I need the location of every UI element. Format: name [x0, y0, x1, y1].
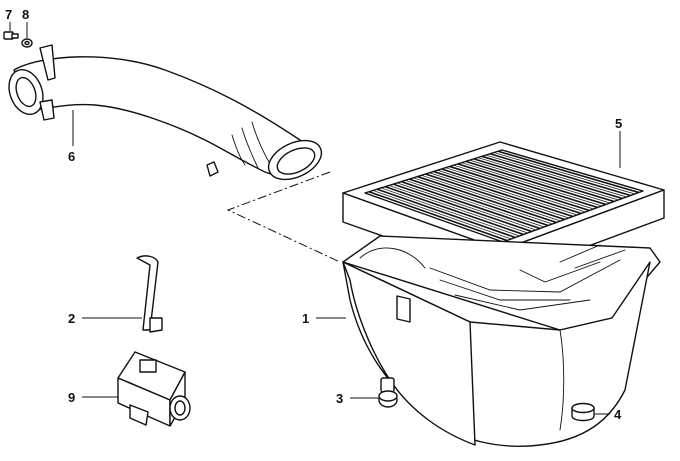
- filter-pleat: [465, 160, 607, 206]
- filter-pleat: [372, 190, 512, 240]
- filter-pleat: [481, 155, 623, 200]
- filter-pleat: [461, 162, 602, 207]
- callout-6: 6: [68, 149, 75, 164]
- filter-pleat: [485, 154, 627, 198]
- filter-pleat: [433, 170, 574, 218]
- filter-pleat: [384, 185, 524, 236]
- clip-part: [136, 255, 163, 333]
- filter-pleat: [449, 165, 590, 212]
- filter-pleat: [421, 174, 561, 222]
- filter-pleat: [489, 153, 631, 197]
- filter-pleat: [457, 163, 598, 209]
- filter-pleat: [409, 178, 549, 227]
- filter-pleat: [453, 164, 594, 210]
- plug-part: [378, 377, 398, 408]
- filter-pleat: [497, 150, 640, 194]
- filter-pleat: [381, 187, 520, 237]
- callout-9: 9: [68, 390, 75, 405]
- screw-part: [3, 31, 19, 40]
- leader-lines: [9, 22, 621, 415]
- filter-pleat: [429, 172, 569, 219]
- filter-pleat: [397, 182, 537, 231]
- filter-pleat: [405, 180, 545, 228]
- cap-part: [571, 402, 595, 422]
- filter-pleat: [425, 173, 566, 221]
- filter-pleat: [376, 188, 516, 239]
- filter-pleat: [477, 157, 619, 201]
- callout-4: 4: [614, 407, 622, 422]
- filter-pleat: [445, 167, 586, 213]
- intake-hose-part: [8, 44, 323, 181]
- filter-pleat: [441, 168, 582, 215]
- callout-5: 5: [615, 116, 622, 131]
- filter-housing-part: [342, 235, 661, 447]
- filter-pleat: [473, 158, 615, 203]
- filter-pleat: [389, 185, 528, 234]
- filter-pleat: [493, 152, 635, 195]
- filter-pleat: [413, 177, 553, 225]
- filter-pleat: [392, 183, 533, 233]
- filter-pleat: [401, 180, 541, 230]
- filter-pleat: [469, 159, 611, 204]
- callout-1: 1: [302, 311, 309, 326]
- washer-part: [21, 38, 33, 48]
- callout-8: 8: [22, 7, 29, 22]
- sensor-part: [117, 351, 191, 427]
- callout-7: 7: [5, 7, 12, 22]
- filter-pleat: [437, 169, 578, 216]
- callout-3: 3: [336, 391, 343, 406]
- callout-2: 2: [68, 311, 75, 326]
- filter-pleat: [417, 175, 557, 224]
- filter-pleat: [368, 190, 508, 242]
